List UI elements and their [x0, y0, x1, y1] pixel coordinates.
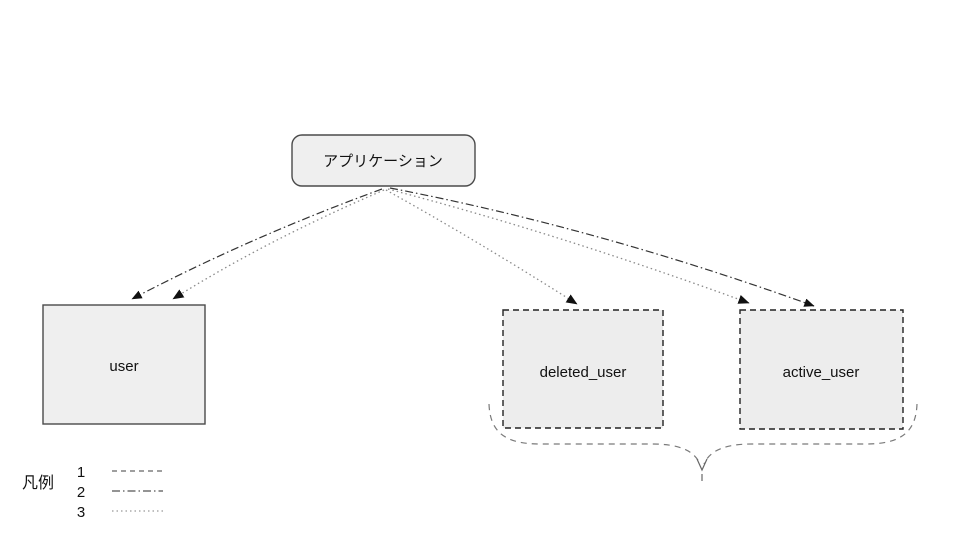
active-user-node-box [739, 309, 904, 430]
user-node-box [42, 304, 206, 425]
brace-tip-arrow-icon [696, 458, 708, 472]
legend-item-1-label: 1 [77, 464, 85, 481]
brace-left-curve [488, 403, 701, 465]
edge-application-to-user-dashdot [131, 188, 383, 300]
active-user-node-label: active_user [783, 364, 860, 381]
deleted-user-node-label: deleted_user [540, 364, 627, 381]
legend-item-2-label: 2 [77, 484, 85, 501]
legend-row-3: 3 [77, 504, 163, 521]
legend-title: 凡例 [22, 474, 54, 492]
edge-application-to-user-dotted [172, 189, 385, 300]
node-deleted-user: deleted_user [502, 309, 664, 429]
edge-application-to-active-user-dashdot [389, 187, 815, 307]
edge-group [131, 187, 815, 307]
edge-application-to-deleted-user-dotted [385, 189, 578, 305]
legend: 凡例 1 2 3 [22, 464, 163, 521]
application-node-label: アプリケーション [323, 153, 443, 170]
user-node-label: user [109, 358, 138, 375]
legend-row-1: 1 [77, 464, 163, 481]
legend-item-3-label: 3 [77, 504, 85, 521]
application-node-box [291, 134, 476, 187]
edge-application-to-active-user-dotted [387, 188, 750, 304]
legend-row-2: 2 [77, 484, 163, 501]
node-active-user: active_user [739, 309, 904, 430]
node-application: アプリケーション [291, 134, 476, 187]
group-brace [488, 403, 918, 481]
deleted-user-node-box [502, 309, 664, 429]
node-user: user [42, 304, 206, 425]
